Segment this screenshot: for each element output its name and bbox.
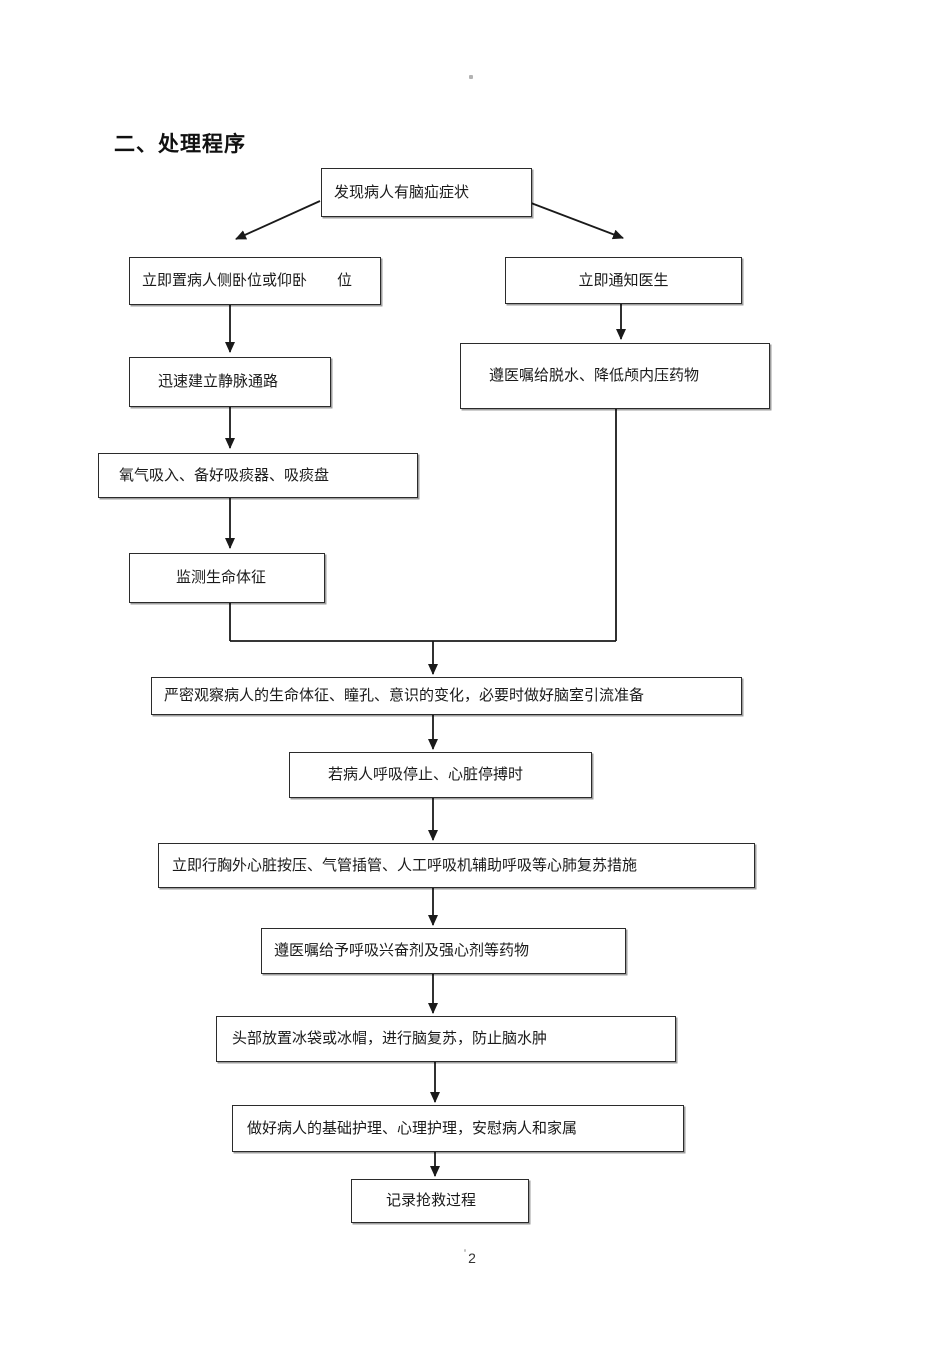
node-dehydrate: 遵医嘱给脱水、降低颅内压药物 xyxy=(460,343,770,409)
node-cpr: 立即行胸外心脏按压、气管插管、人工呼吸机辅助呼吸等心肺复苏措施 xyxy=(158,843,755,888)
node-vein: 迅速建立静脉通路 xyxy=(129,357,331,407)
node-oxygen: 氧气吸入、备好吸痰器、吸痰盘 xyxy=(98,453,418,498)
node-observe: 严密观察病人的生命体征、瞳孔、意识的变化，必要时做好脑室引流准备 xyxy=(151,677,742,715)
node-vitals: 监测生命体征 xyxy=(129,553,325,603)
node-care: 做好病人的基础护理、心理护理，安慰病人和家属 xyxy=(232,1105,684,1152)
node-arrest: 若病人呼吸停止、心脏停搏时 xyxy=(289,752,592,798)
page-number: 2 xyxy=(468,1250,476,1266)
arrow-symptom-to-notify xyxy=(530,202,624,240)
node-symptom: 发现病人有脑疝症状 xyxy=(321,168,532,217)
scan-speck xyxy=(469,75,473,79)
node-ice: 头部放置冰袋或冰帽，进行脑复苏，防止脑水肿 xyxy=(216,1016,676,1062)
node-record: 记录抢救过程 xyxy=(351,1179,529,1223)
node-notify: 立即通知医生 xyxy=(505,257,742,304)
scan-speck xyxy=(464,1249,466,1252)
node-drugs: 遵医嘱给予呼吸兴奋剂及强心剂等药物 xyxy=(261,928,626,974)
node-position: 立即置病人侧卧位或仰卧 位 xyxy=(129,257,381,305)
arrow-symptom-to-position xyxy=(235,200,321,240)
page-title: 二、处理程序 xyxy=(114,133,246,156)
